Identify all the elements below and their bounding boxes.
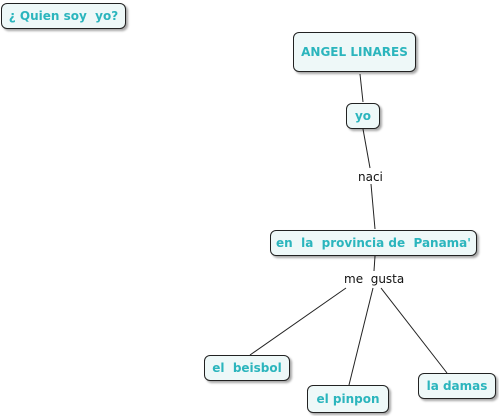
link-label-me-gusta: me gusta xyxy=(342,272,407,286)
link-label-naci: naci xyxy=(356,170,385,184)
concept-yo[interactable]: yo xyxy=(346,103,380,129)
concept-provincia[interactable]: en la provincia de Panama' xyxy=(270,230,477,256)
link-megusta-pinpon xyxy=(348,287,374,386)
link-provincia-megusta xyxy=(373,255,376,272)
link-megusta-beisbol xyxy=(249,287,347,356)
link-naci-provincia xyxy=(370,183,376,230)
concept-pinpon[interactable]: el pinpon xyxy=(307,385,389,413)
concept-angel-linares[interactable]: ANGEL LINARES xyxy=(293,32,416,72)
link-angel-yo xyxy=(359,73,364,103)
link-yo-naci xyxy=(362,128,371,169)
link-megusta-damas xyxy=(380,287,448,374)
title-node[interactable]: ¿ Quien soy yo? xyxy=(1,3,126,29)
concept-beisbol[interactable]: el beisbol xyxy=(204,355,290,381)
concept-damas[interactable]: la damas xyxy=(418,373,496,399)
